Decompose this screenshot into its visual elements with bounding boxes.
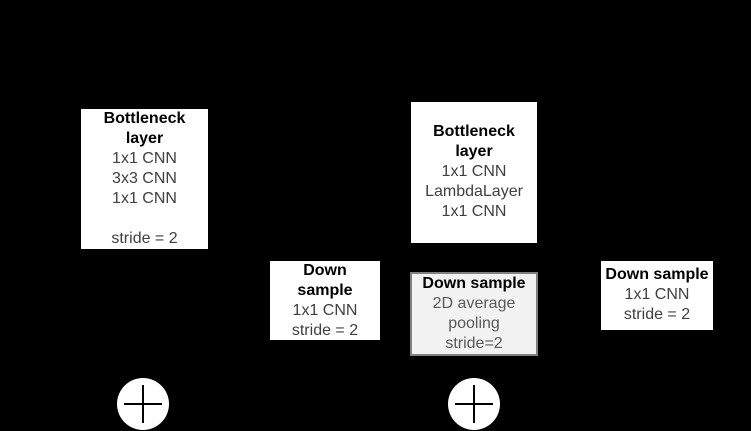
layer-label: 1x1 CNN (624, 286, 690, 303)
add-operator-right (448, 378, 500, 430)
box-title: Down (303, 262, 347, 279)
layer-label: LambdaLayer (425, 183, 523, 200)
stride-note: stride=2 (445, 335, 503, 352)
stride-note: stride = 2 (111, 230, 178, 247)
box-title: layer (125, 130, 164, 147)
downsample-pooling-box: Down sample 2D average pooling stride=2 (410, 272, 538, 356)
add-operator-left (117, 378, 169, 430)
stride-note: stride = 2 (623, 306, 691, 323)
box-title: Bottleneck (103, 110, 186, 127)
box-title: Down sample (422, 275, 526, 292)
plus-icon (473, 385, 475, 423)
layer-label: 1x1 CNN (112, 190, 177, 207)
box-title: layer (455, 143, 493, 160)
layer-label: 1x1 CNN (441, 163, 507, 180)
plus-icon (142, 385, 144, 423)
layer-label: 1x1 CNN (441, 203, 507, 220)
downsample-conv-box-left: Down sample 1x1 CNN stride = 2 (270, 261, 380, 340)
box-title: sample (297, 282, 353, 299)
layer-label: 1x1 CNN (292, 302, 358, 319)
box-title: Bottleneck (433, 123, 515, 140)
layer-label: 3x3 CNN (112, 170, 177, 187)
bottleneck-lambda-box: Bottleneck layer 1x1 CNN LambdaLayer 1x1… (411, 102, 537, 243)
box-title: Down sample (605, 266, 709, 283)
layer-label: 2D average pooling (432, 295, 516, 332)
downsample-conv-box-right: Down sample 1x1 CNN stride = 2 (601, 261, 713, 330)
layer-label: 1x1 CNN (112, 150, 177, 167)
bottleneck-resnet-box: Bottleneck layer 1x1 CNN 3x3 CNN 1x1 CNN… (81, 109, 208, 249)
stride-note: stride = 2 (291, 322, 359, 339)
